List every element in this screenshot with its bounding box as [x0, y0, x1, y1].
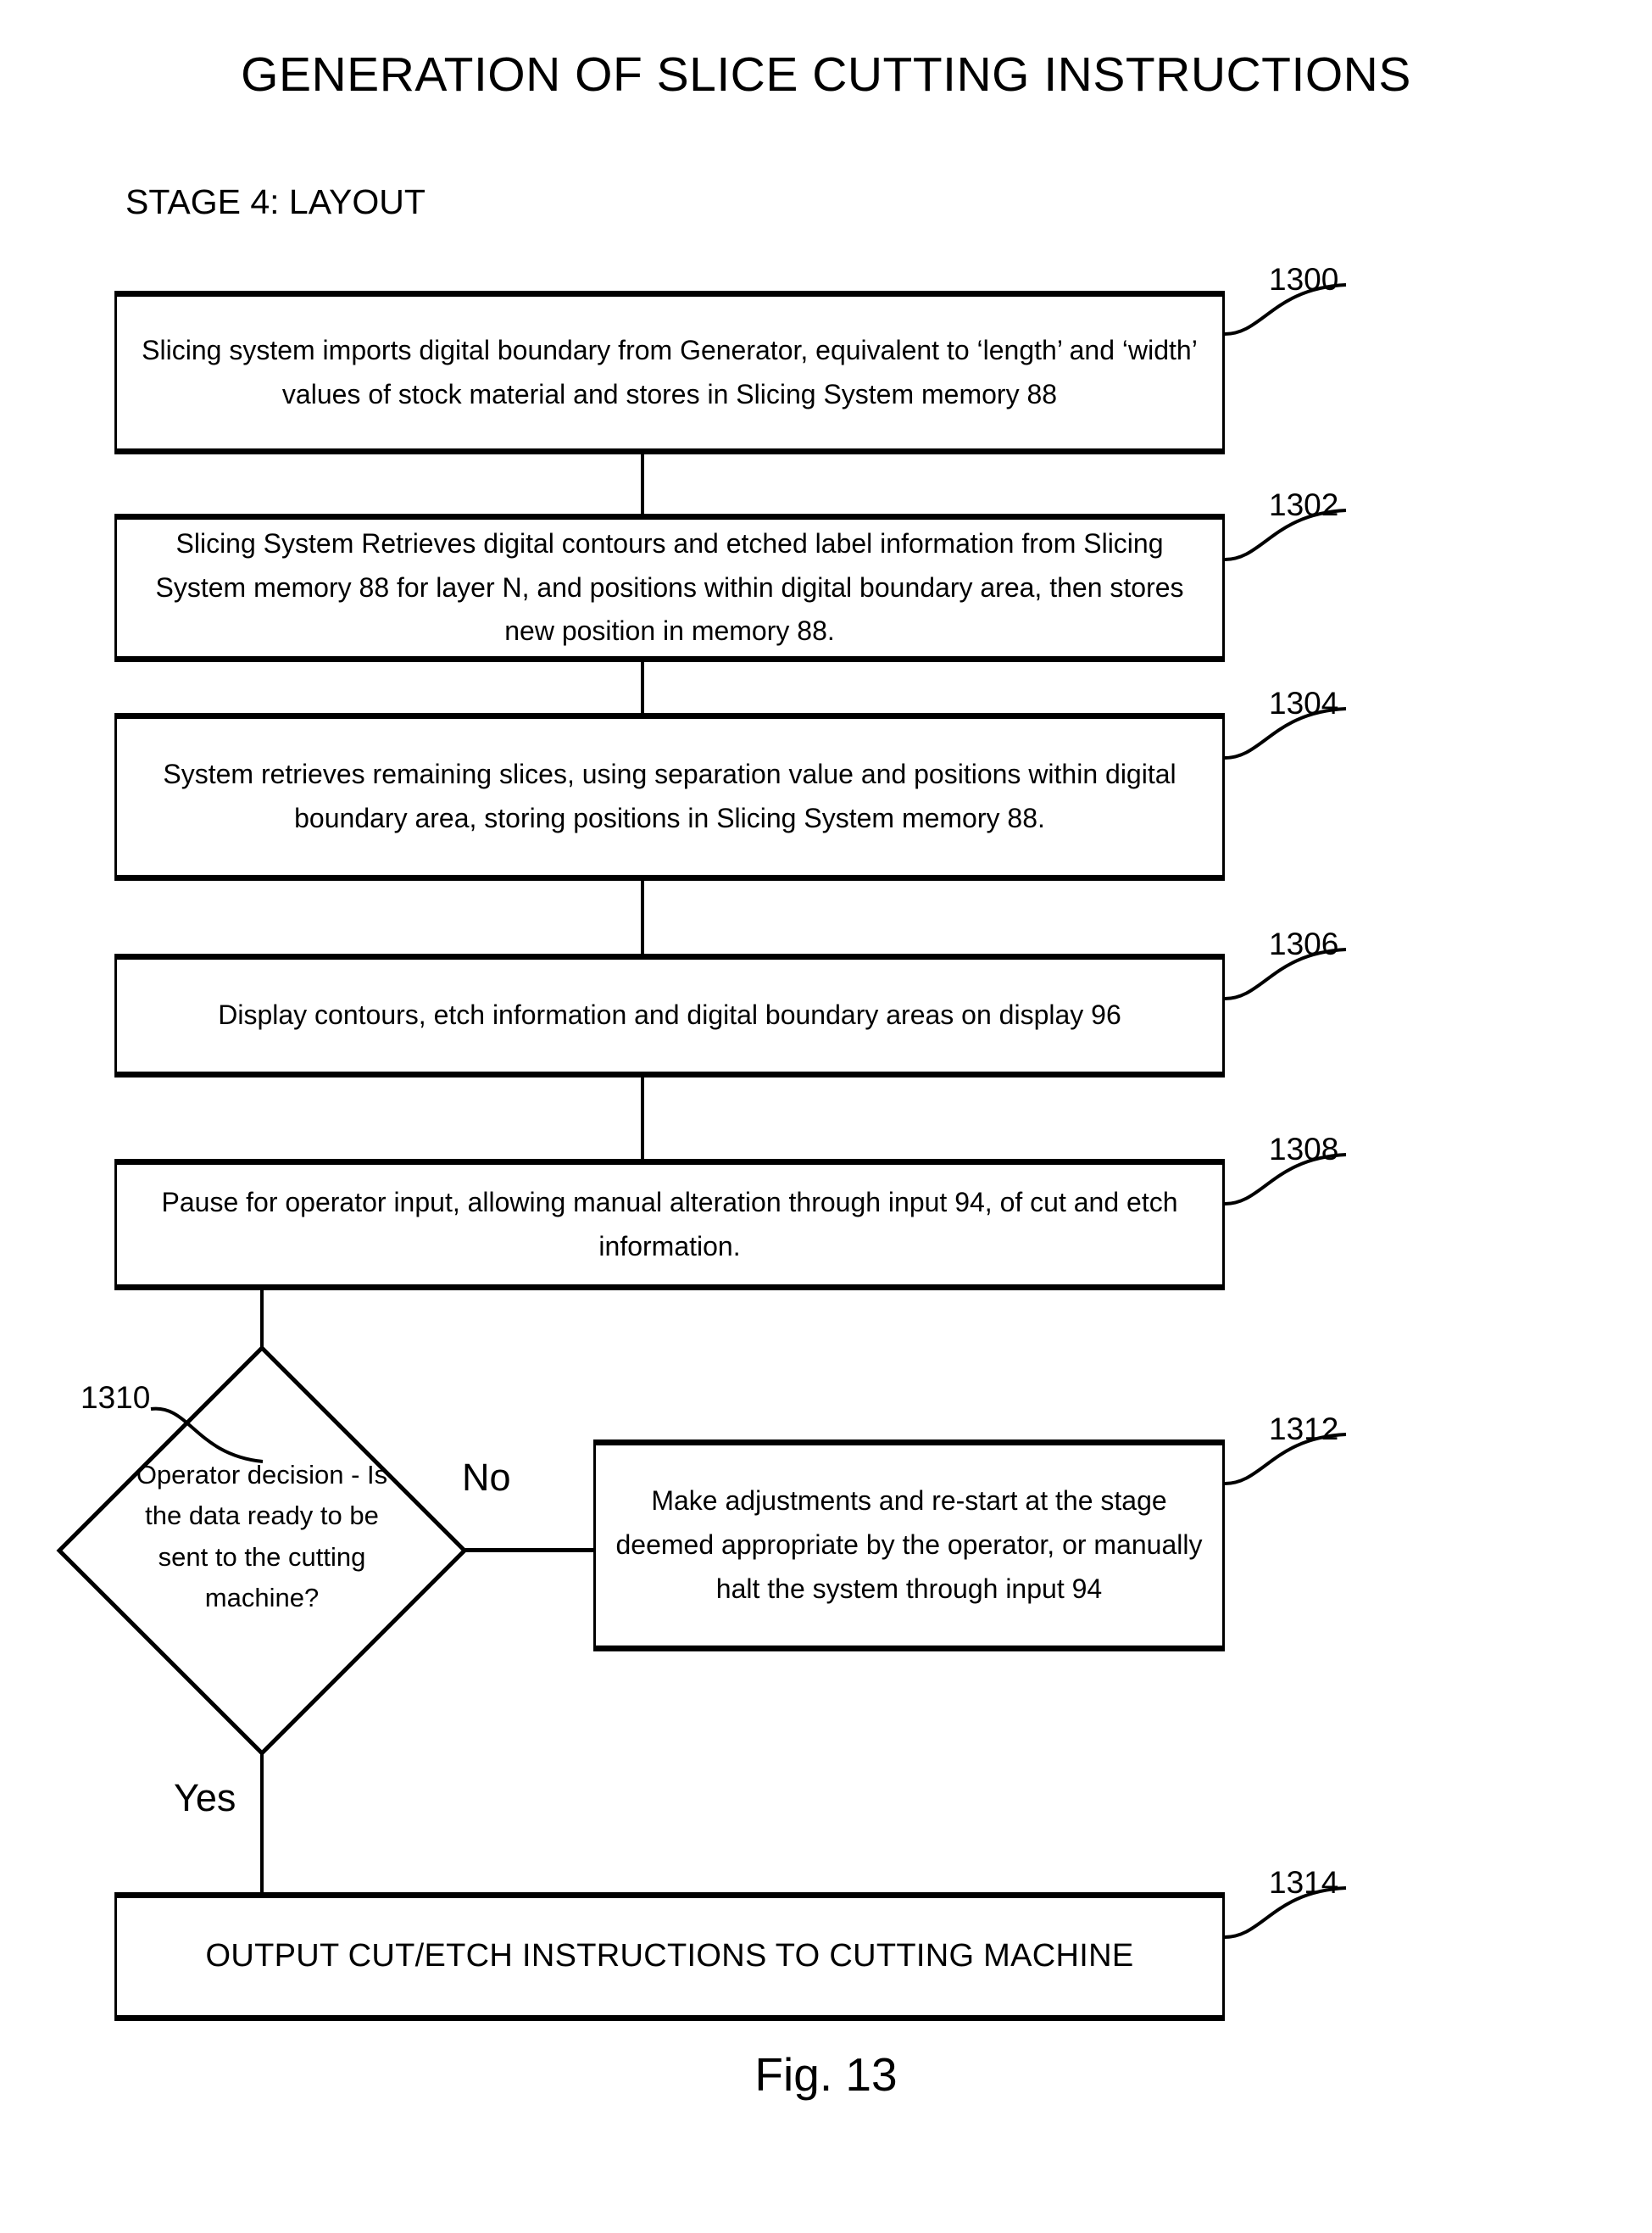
- reference-numeral-1300: 1300: [1269, 262, 1339, 297]
- process-box-1302-text: Slicing System Retrieves digital contour…: [155, 527, 1184, 647]
- connector-1310-1314: [260, 1751, 264, 1894]
- reference-numeral-1310: 1310: [81, 1380, 151, 1415]
- connector-1304-1306: [641, 881, 644, 955]
- branch-label-yes: Yes: [174, 1776, 236, 1819]
- process-box-1314: OUTPUT CUT/ETCH INSTRUCTIONS TO CUTTING …: [114, 1892, 1225, 2021]
- process-box-1302: Slicing System Retrieves digital contour…: [114, 514, 1225, 662]
- leader-line-1304: [1224, 707, 1347, 760]
- leader-line-1308: [1224, 1153, 1347, 1206]
- stage-label: STAGE 4: LAYOUT: [125, 182, 426, 221]
- process-box-1308: Pause for operator input, allowing manua…: [114, 1159, 1225, 1290]
- reference-numeral-1304: 1304: [1269, 686, 1339, 721]
- figure-caption: Fig. 13: [754, 2048, 898, 2101]
- connector-1310-1312: [464, 1548, 595, 1552]
- branch-label-no: No: [462, 1456, 511, 1499]
- decision-diamond-1310-text: Operator decision - Is the data ready to…: [136, 1460, 388, 1613]
- reference-numeral-1306: 1306: [1269, 927, 1339, 961]
- decision-diamond-1310: Operator decision - Is the data ready to…: [56, 1345, 468, 1757]
- process-box-1300: Slicing system imports digital boundary …: [114, 291, 1225, 454]
- process-box-1306-text: Display contours, etch information and d…: [218, 1000, 1121, 1031]
- process-box-1312-text: Make adjustments and re-start at the sta…: [615, 1485, 1203, 1604]
- connector-1306-1308: [641, 1078, 644, 1161]
- reference-numeral-1312: 1312: [1269, 1412, 1339, 1446]
- connector-1302-1304: [641, 662, 644, 715]
- process-box-1308-text: Pause for operator input, allowing manua…: [161, 1186, 1178, 1261]
- leader-line-1314: [1224, 1886, 1347, 1939]
- leader-line-1312: [1224, 1433, 1347, 1485]
- process-box-1306: Display contours, etch information and d…: [114, 954, 1225, 1078]
- process-box-1312: Make adjustments and re-start at the sta…: [593, 1439, 1225, 1651]
- process-box-1304-text: System retrieves remaining slices, using…: [163, 759, 1176, 833]
- process-box-1314-text: OUTPUT CUT/ETCH INSTRUCTIONS TO CUTTING …: [205, 1938, 1134, 1974]
- connector-1300-1302: [641, 454, 644, 514]
- process-box-1304: System retrieves remaining slices, using…: [114, 713, 1225, 881]
- reference-numeral-1302: 1302: [1269, 487, 1339, 522]
- process-box-1300-text: Slicing system imports digital boundary …: [142, 334, 1198, 409]
- leader-line-1310: [150, 1406, 264, 1463]
- page-title: GENERATION OF SLICE CUTTING INSTRUCTIONS: [241, 47, 1411, 102]
- leader-line-1302: [1224, 509, 1347, 561]
- reference-numeral-1314: 1314: [1269, 1865, 1339, 1900]
- connector-1308-1310: [260, 1290, 264, 1351]
- leader-line-1300: [1224, 283, 1347, 336]
- reference-numeral-1308: 1308: [1269, 1132, 1339, 1167]
- leader-line-1306: [1224, 948, 1347, 1000]
